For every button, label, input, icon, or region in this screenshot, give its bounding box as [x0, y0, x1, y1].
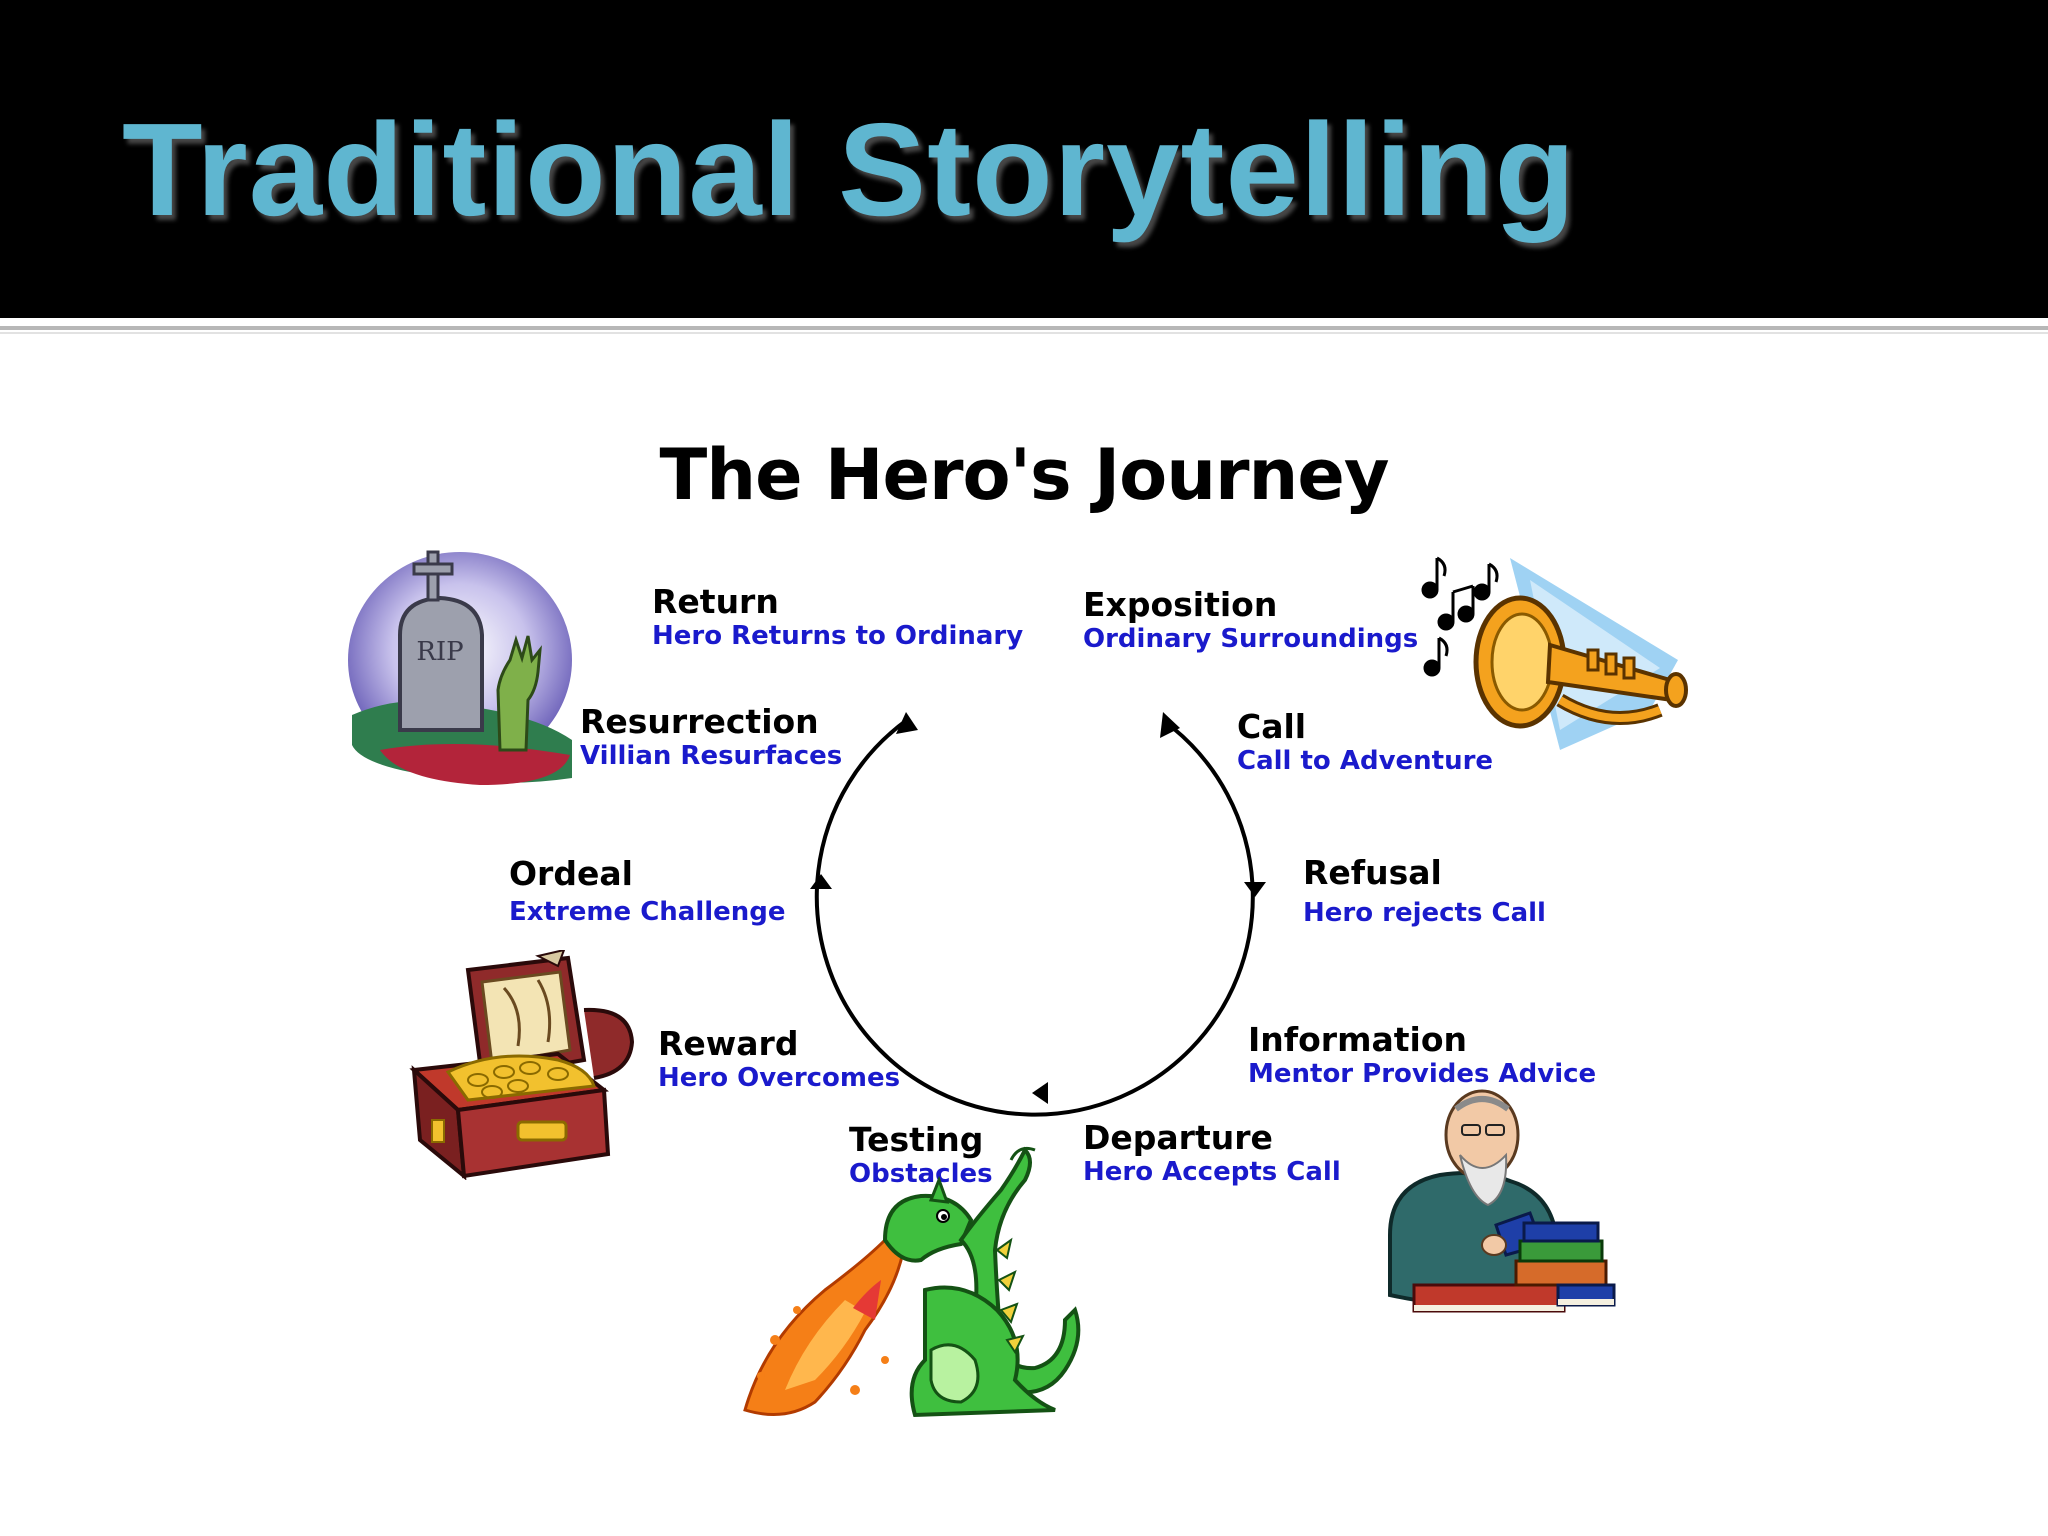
stage-name: Call — [1237, 707, 1307, 746]
stage-call: Call Call to Adventure — [1237, 709, 1493, 777]
stage-description: Hero Accepts Call — [1083, 1157, 1341, 1187]
stage-description: Ordinary Surroundings — [1083, 624, 1419, 654]
stage-resurrection: Resurrection Villian Resurfaces — [580, 704, 842, 772]
stage-return: Return Hero Returns to Ordinary — [652, 584, 1023, 652]
treasure-chest-icon — [409, 950, 635, 1180]
cycle-arc-right — [814, 718, 1255, 1117]
stage-description: Hero Overcomes — [658, 1063, 901, 1093]
stage-ordeal: Ordeal Extreme Challenge — [509, 856, 786, 928]
stage-name: Ordeal — [509, 854, 633, 893]
stage-name: Reward — [658, 1024, 799, 1063]
stage-description: Villian Resurfaces — [580, 741, 843, 771]
stage-description: Hero rejects Call — [1303, 898, 1546, 928]
stage-exposition: Exposition Ordinary Surroundings — [1083, 587, 1418, 655]
stage-refusal: Refusal Hero rejects Call — [1303, 855, 1546, 929]
stage-name: Information — [1248, 1020, 1467, 1059]
slide-title: Traditional Storytelling — [122, 96, 1577, 243]
diagram-title: The Hero's Journey — [659, 434, 1390, 516]
stage-description: Obstacles — [849, 1159, 993, 1189]
stage-name: Refusal — [1303, 853, 1442, 892]
stage-departure: Departure Hero Accepts Call — [1083, 1120, 1341, 1188]
stage-information: Information Mentor Provides Advice — [1248, 1022, 1596, 1090]
cycle-arrow-return — [896, 712, 918, 734]
stage-name: Resurrection — [580, 702, 819, 741]
cycle-arrow-ordeal — [810, 874, 832, 889]
stage-name: Exposition — [1083, 585, 1278, 624]
trumpet-music-notes-icon — [1421, 556, 1688, 750]
stage-description: Call to Adventure — [1237, 746, 1494, 776]
cycle-arrow-call — [1160, 712, 1180, 738]
stage-name: Testing — [849, 1120, 984, 1159]
stage-description: Hero Returns to Ordinary — [652, 621, 1024, 651]
header-divider-shadow — [0, 332, 2048, 334]
dragon-fire-icon — [743, 1146, 1081, 1418]
stage-description: Extreme Challenge — [509, 897, 786, 927]
stage-reward: Reward Hero Overcomes — [658, 1026, 900, 1094]
stage-name: Departure — [1083, 1118, 1273, 1157]
cycle-arrow-refusal — [1244, 882, 1266, 897]
slide-header: Traditional Storytelling — [0, 0, 2048, 318]
stage-name: Return — [652, 582, 779, 621]
header-divider — [0, 326, 2048, 330]
wizard-reading-books-icon — [1388, 1089, 1616, 1313]
cycle-arrow-departure — [1032, 1082, 1048, 1104]
gravestone-zombie-hand-icon: RIP — [348, 550, 572, 785]
stage-description: Mentor Provides Advice — [1248, 1059, 1597, 1089]
gravestone-text: RIP — [416, 637, 463, 667]
stage-testing: Testing Obstacles — [849, 1122, 993, 1190]
